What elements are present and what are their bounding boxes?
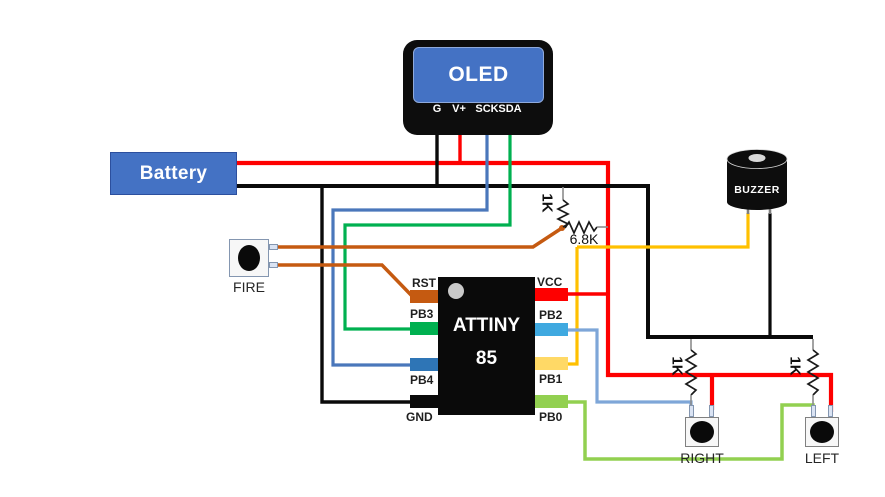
pin-vcc [535,288,568,301]
buzzer-label: BUZZER [734,184,780,196]
fire-label: FIRE [233,279,265,295]
pin-label-pb4: PB4 [410,373,434,387]
oled-pin-label-vplus: V+ [452,103,466,115]
oled-screen: OLED [413,47,544,103]
left-button-pin-right [828,405,833,417]
pin-label-pb0: PB0 [539,410,563,424]
battery-label: Battery [139,162,208,184]
resistor-r2-label: 6.8K [569,231,599,247]
pin-pb0 [535,395,568,408]
oled-pin-label-g: G [432,103,442,115]
right-label: RIGHT [680,450,724,466]
resistor-r1-zigzag [556,199,570,228]
buzzer-top-hole [748,154,766,162]
wire-pb1-buzzer-segment-a [567,247,579,366]
chip-name-line1: ATTINY [452,315,521,336]
right-button-pin-right [709,405,714,417]
buzzer-body [726,149,788,214]
resistor-r4-label: 1K [786,356,804,376]
wire-fire-resistor-junction [278,226,563,249]
left-button [805,417,839,447]
left-button-cap [810,421,834,443]
pin-gnd [410,395,438,408]
resistor-r3-label: 1K [668,356,686,376]
wire-sck-pb4 [331,127,489,367]
wire-sda-pb3 [343,127,512,331]
pin-label-pb3: PB3 [410,307,434,321]
right-button-cap [690,421,714,443]
chip-name-line2: 85 [475,348,498,369]
oled-title: OLED [448,63,509,86]
wire-battery-positive-rail [237,160,834,412]
fire-pin-bottom [269,262,278,268]
pin-label-rst: RST [412,276,436,290]
pin-pb4 [410,358,438,371]
resistor-r2-zigzag [564,219,598,236]
wire-fire-rst [278,263,414,298]
pin-label-gnd: GND [406,410,433,424]
fire-pin-top [269,244,278,250]
pin-pb3 [410,322,438,335]
wire-attiny-gnd [320,186,412,404]
pin-pb1 [535,357,568,370]
chip-pin1-dot [448,283,464,299]
resistor-r1-label: 1K [538,193,556,213]
left-button-pin-left [811,405,816,417]
wire-battery-negative-rail [237,184,813,339]
right-button-pin-left [689,405,694,417]
attiny85-chip [438,277,535,415]
resistor-r3-zigzag [684,349,698,396]
pin-label-pb1: PB1 [539,372,563,386]
left-label: LEFT [804,450,840,466]
resistor-r4-zigzag [806,349,820,396]
right-button [685,417,719,447]
pin-label-pb2: PB2 [539,308,563,322]
wire-pb1-buzzer-segment-b [577,213,750,249]
battery: Battery [110,152,237,195]
pin-pb2 [535,323,568,336]
oled-pin-label-sck: SCK [475,103,499,115]
fire-button [229,239,269,277]
fire-button-cap [238,245,260,271]
oled-pin-label-sda: SDA [498,103,522,115]
pin-rst [410,290,438,303]
pin-label-vcc: VCC [537,275,563,289]
